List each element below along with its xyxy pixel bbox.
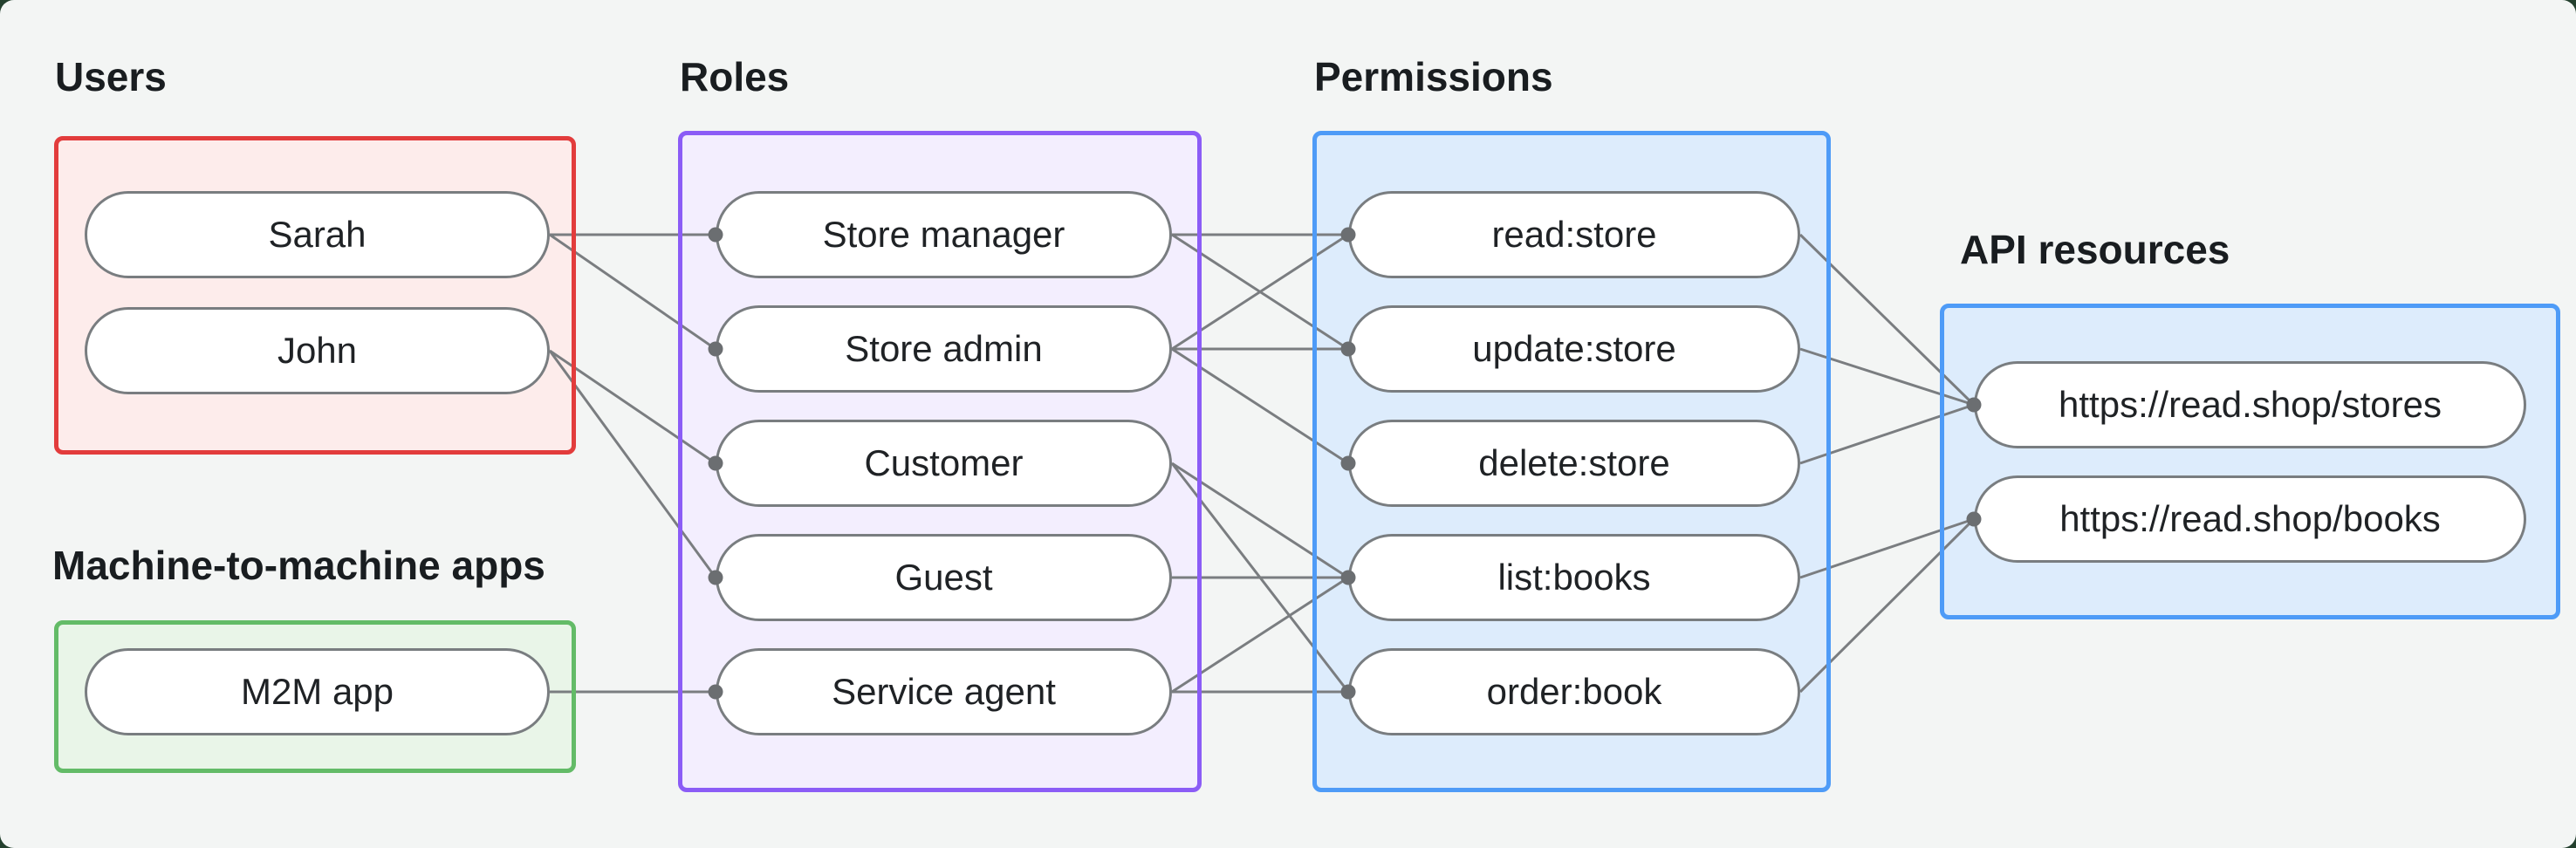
users-group-border (54, 136, 576, 455)
node-list-books: list:books (1348, 534, 1800, 621)
m2m-apps-group-border (54, 620, 576, 773)
node-api-books: https://read.shop/books (1974, 475, 2526, 563)
m2m-apps-group-label: Machine-to-machine apps (52, 543, 545, 588)
node-update-store: update:store (1348, 305, 1800, 393)
users-group-box (54, 136, 576, 455)
node-read-store: read:store (1348, 191, 1800, 278)
node-m2m-app: M2M app (85, 648, 550, 735)
api-resources-group-box (1940, 304, 2560, 619)
node-guest: Guest (716, 534, 1172, 621)
node-order-book: order:book (1348, 648, 1800, 735)
node-api-stores: https://read.shop/stores (1974, 361, 2526, 448)
roles-group-label: Roles (680, 54, 790, 99)
roles-group-border (678, 131, 1202, 792)
permissions-group-border (1312, 131, 1831, 792)
node-service-agent: Service agent (716, 648, 1172, 735)
node-john: John (85, 307, 550, 394)
users-group-label: Users (55, 54, 167, 99)
api-resources-group-border (1940, 304, 2560, 619)
node-sarah: Sarah (85, 191, 550, 278)
node-store-manager: Store manager (716, 191, 1172, 278)
node-delete-store: delete:store (1348, 420, 1800, 507)
permissions-group-label: Permissions (1314, 54, 1553, 99)
node-customer: Customer (716, 420, 1172, 507)
api-resources-group-label: API resources (1960, 227, 2230, 272)
node-store-admin: Store admin (716, 305, 1172, 393)
